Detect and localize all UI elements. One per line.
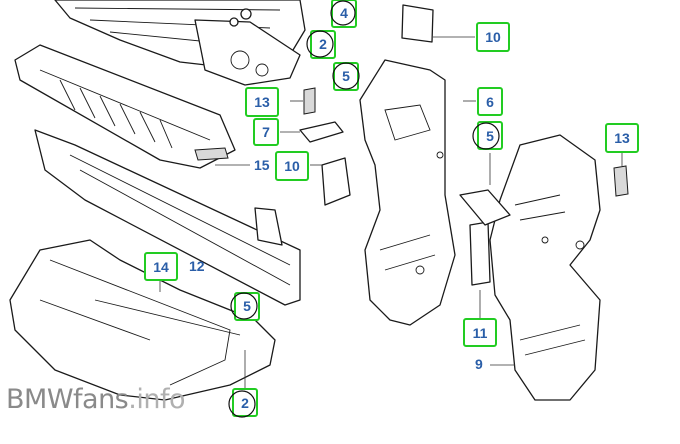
callout-11: 11 [463, 318, 497, 347]
part-7-shape [299, 121, 344, 143]
callout-5-low: 5 [230, 292, 260, 321]
callout-4: 4 [330, 0, 357, 28]
leader-lines [159, 36, 623, 388]
callout-7-label: 7 [262, 124, 270, 140]
air-deflector-part [14, 44, 236, 169]
upper-frame-part [54, 0, 306, 86]
part-13-right-shape [613, 165, 629, 197]
callout-13-left-label: 13 [254, 94, 270, 110]
callout-10-top-label: 10 [485, 29, 501, 45]
callout-13-left: 13 [245, 87, 279, 117]
callout-5-top-label: 5 [342, 68, 350, 84]
callout-12-label: 12 [189, 258, 205, 274]
callout-5-low-label: 5 [243, 298, 251, 314]
watermark-suffix: .info [128, 384, 185, 415]
callout-14-label: 14 [153, 259, 169, 275]
part-11-shape [469, 221, 491, 286]
watermark-brand: BMWfans [6, 384, 129, 415]
callout-2-top-label: 2 [319, 36, 327, 52]
callout-4-label: 4 [340, 5, 348, 21]
callout-5-mid: 5 [472, 121, 503, 150]
callout-14: 14 [144, 252, 178, 281]
part-10-top-shape [401, 4, 434, 43]
right-bracket-part [489, 134, 601, 401]
callout-2-top: 2 [306, 30, 336, 59]
callout-2-bottom: 2 [228, 388, 258, 418]
part-5-strip-shape [459, 189, 511, 226]
callout-5-top: 5 [332, 62, 360, 91]
watermark-text: BMWfans.info [6, 384, 185, 415]
lower-bar-part [34, 129, 301, 306]
callout-10-top: 10 [476, 22, 510, 52]
callout-15-label: 15 [254, 157, 270, 173]
part-10-mid-shape [321, 157, 351, 206]
callout-6: 6 [477, 87, 503, 116]
callout-10-mid-label: 10 [284, 158, 300, 174]
callout-10-mid: 10 [275, 151, 309, 181]
callout-5-mid-label: 5 [486, 128, 494, 144]
lower-tray-part [9, 239, 276, 401]
callout-2-bottom-label: 2 [241, 395, 249, 411]
callout-7: 7 [253, 118, 279, 146]
callout-11-label: 11 [473, 325, 488, 341]
part-13-left-shape [303, 87, 316, 115]
callout-13-right-label: 13 [614, 130, 630, 146]
center-bracket-part [359, 59, 456, 326]
callout-6-label: 6 [486, 94, 494, 110]
callout-9-label: 9 [475, 356, 483, 372]
callout-13-right: 13 [605, 123, 639, 153]
